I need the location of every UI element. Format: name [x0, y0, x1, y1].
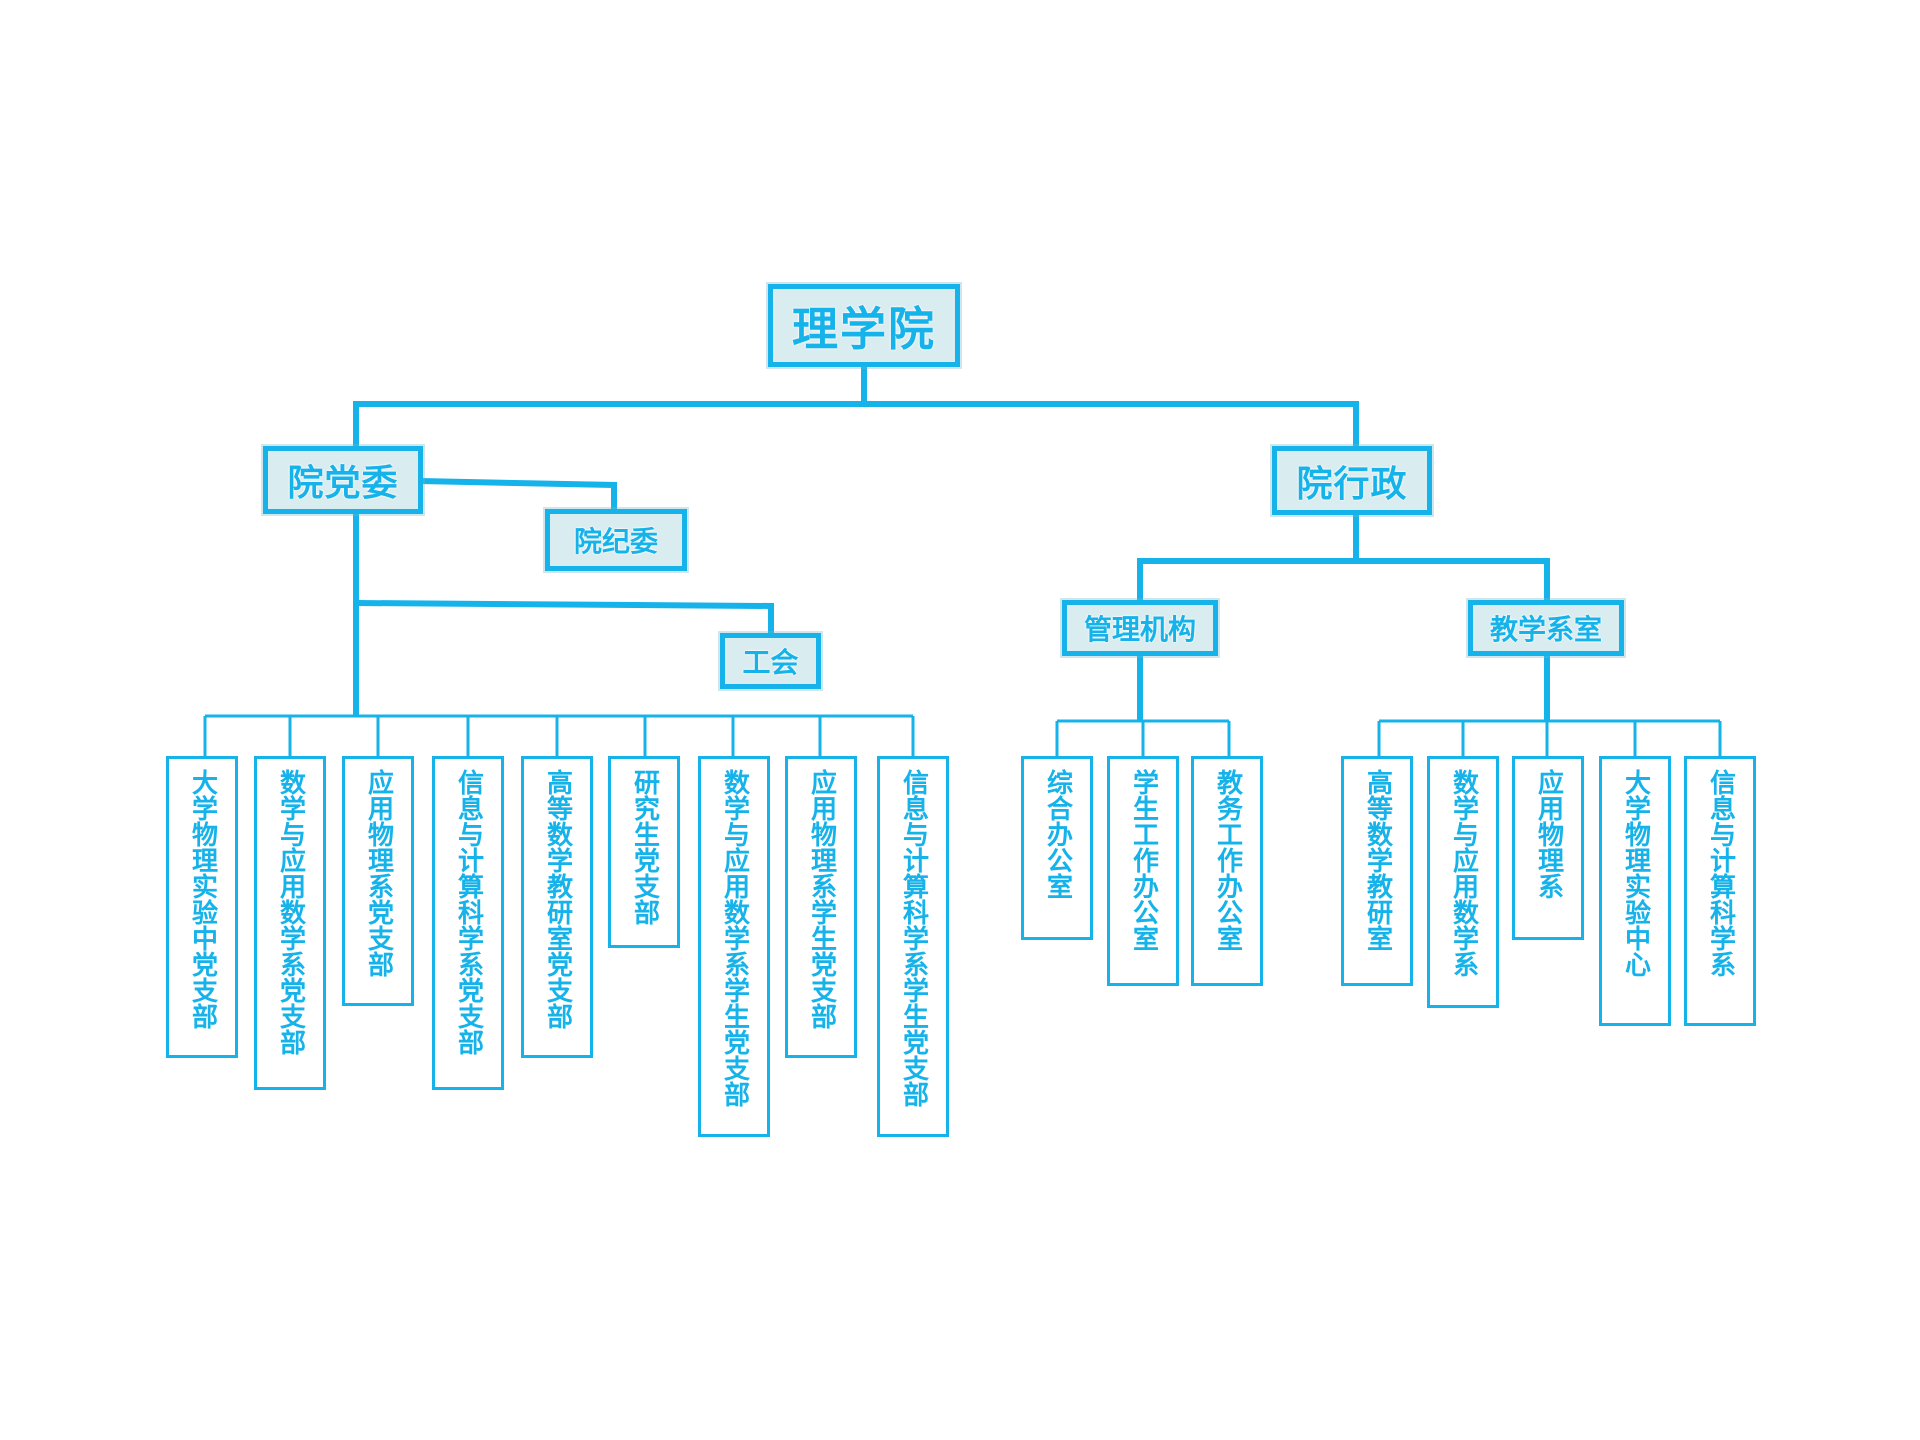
management-unit-leaf: 学生工作办公室	[1107, 756, 1179, 986]
branch-leaf: 数学与应用数学系学生党支部	[698, 756, 770, 1137]
discipline-committee-node: 院纪委	[545, 509, 687, 571]
branch-leaf: 应用物理系学生党支部	[785, 756, 857, 1058]
teaching-unit-leaf: 大学物理实验中心	[1599, 756, 1671, 1026]
connector-admin	[1137, 515, 1550, 603]
branch-leaf: 大学物理实验中党支部	[166, 756, 238, 1058]
teaching-unit-leaf: 高等数学教研室	[1341, 756, 1413, 986]
teaching-node: 教学系室	[1468, 600, 1624, 656]
connector-root	[353, 367, 1359, 448]
branch-leaf: 信息与计算科学系党支部	[432, 756, 504, 1090]
connector-management-bus	[1055, 719, 1231, 756]
labor-union-node: 工会	[720, 633, 821, 689]
branch-leaf: 数学与应用数学系党支部	[254, 756, 326, 1090]
branch-leaf: 信息与计算科学系学生党支部	[877, 756, 949, 1137]
connector-party-union	[355, 600, 774, 636]
party-committee-node: 院党委	[263, 446, 423, 514]
branch-leaf: 研究生党支部	[608, 756, 680, 948]
administration-node: 院行政	[1272, 446, 1432, 515]
teaching-unit-leaf: 应用物理系	[1512, 756, 1584, 940]
management-unit-leaf: 综合办公室	[1021, 756, 1093, 940]
connector-teaching-bus	[1377, 719, 1722, 756]
management-unit-leaf: 教务工作办公室	[1191, 756, 1263, 986]
teaching-unit-leaf: 数学与应用数学系	[1427, 756, 1499, 1008]
connector-branches-bus	[203, 714, 915, 756]
teaching-unit-leaf: 信息与计算科学系	[1684, 756, 1756, 1026]
branch-leaf: 高等数学教研室党支部	[521, 756, 593, 1058]
connector-party-discipline	[419, 478, 617, 514]
branch-leaf: 应用物理系党支部	[342, 756, 414, 1006]
root-node: 理学院	[768, 284, 960, 367]
management-node: 管理机构	[1062, 600, 1218, 656]
